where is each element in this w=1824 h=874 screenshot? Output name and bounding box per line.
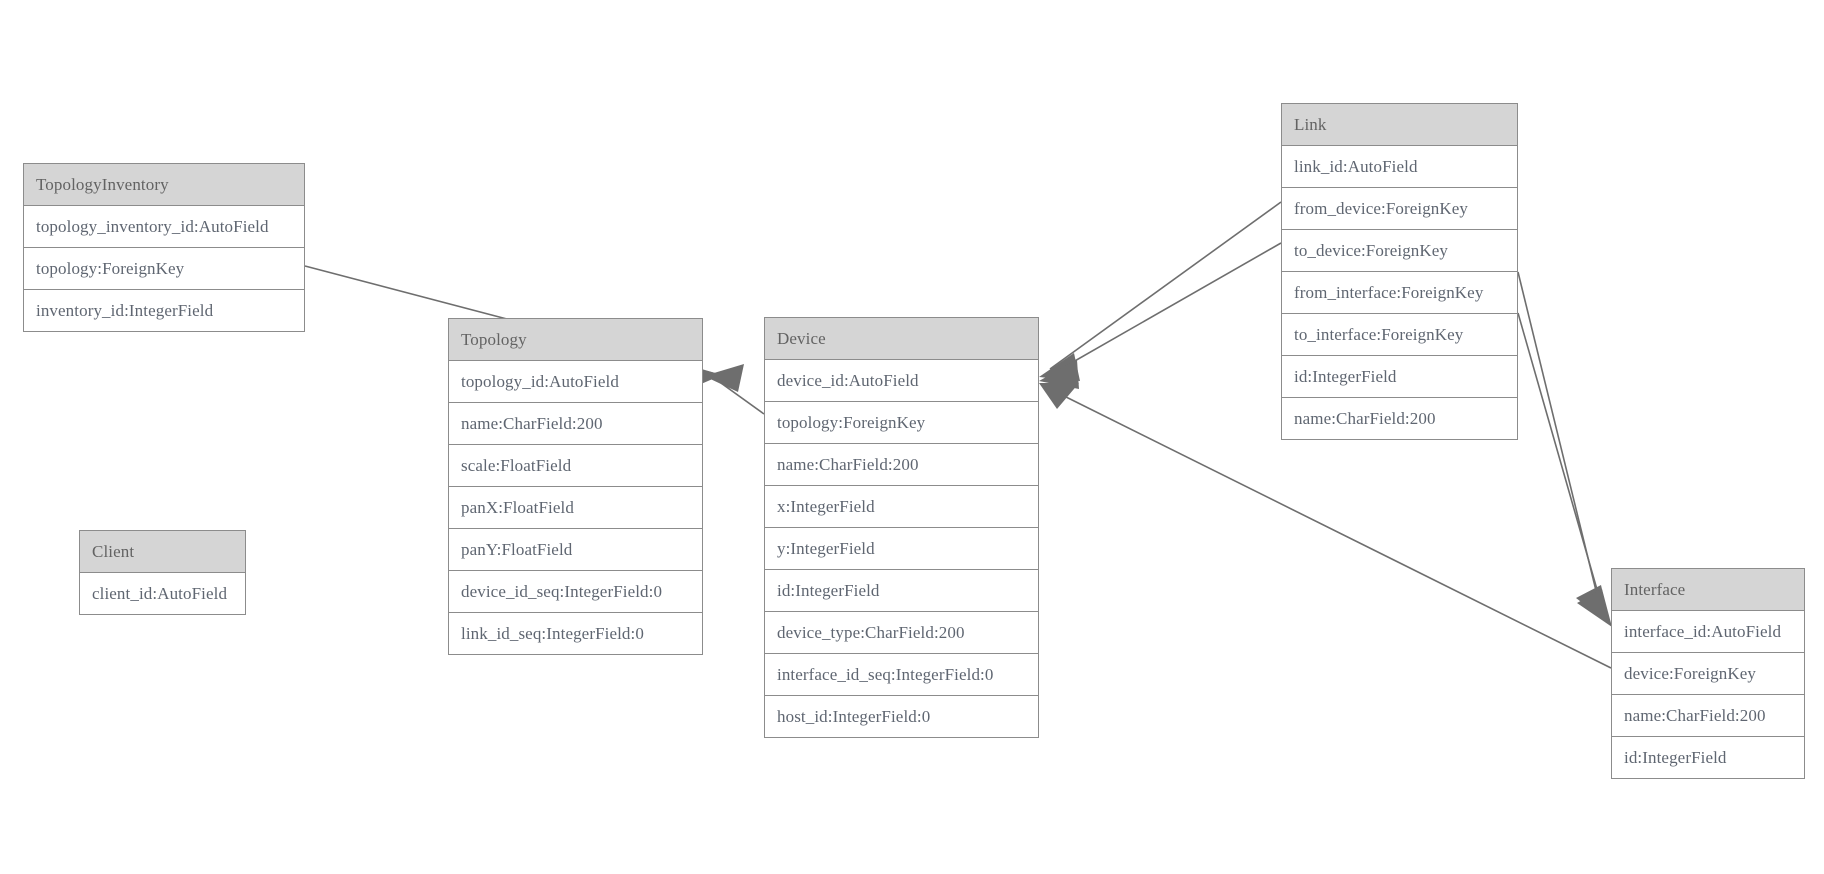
entity-title-link: Link (1282, 104, 1517, 146)
entity-device[interactable]: Device device_id:AutoField topology:Fore… (764, 317, 1039, 738)
entity-topologyinventory[interactable]: TopologyInventory topology_inventory_id:… (23, 163, 305, 332)
entity-field-row: topology:ForeignKey (24, 248, 304, 290)
entity-field-row: id:IntegerField (765, 570, 1038, 612)
entity-field-row: name:CharField:200 (1612, 695, 1804, 737)
entity-field-row: interface_id:AutoField (1612, 611, 1804, 653)
entity-field-row: name:CharField:200 (449, 403, 702, 445)
relationship-link-frominterface-interface (1517, 271, 1610, 624)
entity-field-row: name:CharField:200 (1282, 398, 1517, 439)
entity-interface[interactable]: Interface interface_id:AutoField device:… (1611, 568, 1805, 779)
entity-field-row: from_interface:ForeignKey (1282, 272, 1517, 314)
entity-field-row: panX:FloatField (449, 487, 702, 529)
entity-client[interactable]: Client client_id:AutoField (79, 530, 246, 615)
entity-title-device: Device (765, 318, 1038, 360)
entity-field-row: device_id_seq:IntegerField:0 (449, 571, 702, 613)
entity-title-topology: Topology (449, 319, 702, 361)
entity-field-row: topology_inventory_id:AutoField (24, 206, 304, 248)
entity-field-row: device_id:AutoField (765, 360, 1038, 402)
entity-field-row: device:ForeignKey (1612, 653, 1804, 695)
entity-field-row: name:CharField:200 (765, 444, 1038, 486)
entity-field-row: client_id:AutoField (80, 573, 245, 614)
entity-field-row: scale:FloatField (449, 445, 702, 487)
entity-field-row: topology_id:AutoField (449, 361, 702, 403)
relationship-device-topology (704, 364, 765, 415)
entity-field-row: x:IntegerField (765, 486, 1038, 528)
entity-field-row: panY:FloatField (449, 529, 702, 571)
entity-field-row: id:IntegerField (1612, 737, 1804, 778)
entity-field-row: y:IntegerField (765, 528, 1038, 570)
entity-title-topologyinventory: TopologyInventory (24, 164, 304, 206)
entity-field-row: id:IntegerField (1282, 356, 1517, 398)
entity-field-row: to_device:ForeignKey (1282, 230, 1517, 272)
entity-topology[interactable]: Topology topology_id:AutoField name:Char… (448, 318, 703, 655)
entity-field-row: inventory_id:IntegerField (24, 290, 304, 331)
relationship-link-fromdevice-device (1039, 201, 1282, 381)
entity-field-row: to_interface:ForeignKey (1282, 314, 1517, 356)
entity-field-row: interface_id_seq:IntegerField:0 (765, 654, 1038, 696)
entity-field-row: link_id_seq:IntegerField:0 (449, 613, 702, 654)
entity-field-row: link_id:AutoField (1282, 146, 1517, 188)
entity-field-row: device_type:CharField:200 (765, 612, 1038, 654)
relationship-link-todevice-device (1039, 242, 1282, 389)
entity-field-row: host_id:IntegerField:0 (765, 696, 1038, 737)
entity-field-row: topology:ForeignKey (765, 402, 1038, 444)
entity-title-client: Client (80, 531, 245, 573)
entity-link[interactable]: Link link_id:AutoField from_device:Forei… (1281, 103, 1518, 440)
entity-field-row: from_device:ForeignKey (1282, 188, 1517, 230)
relationship-link-tointerface-interface (1517, 312, 1612, 627)
entity-title-interface: Interface (1612, 569, 1804, 611)
